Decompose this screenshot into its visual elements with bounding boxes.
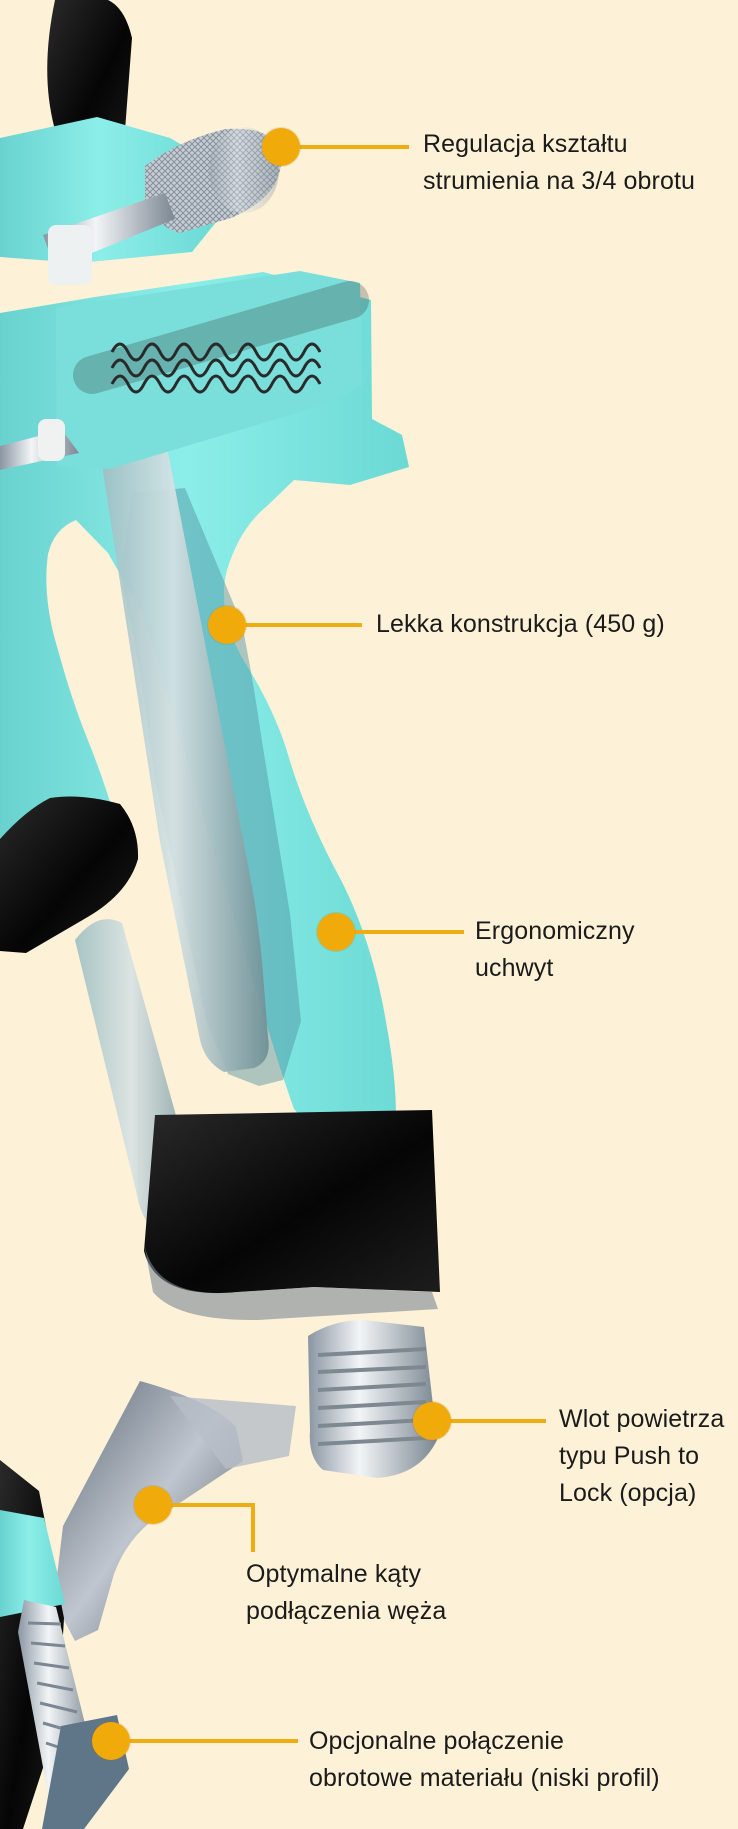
callout-dot-swivel-connection (92, 1722, 130, 1760)
handle-bottom-shape (144, 1110, 440, 1293)
callout-dot-hose-angle (134, 1486, 172, 1524)
callout-line-spray-pattern (300, 145, 409, 149)
callout-line-hose-angle-horizontal (171, 1503, 255, 1507)
callout-ergonomic-handle: Ergonomiczny uchwyt (475, 913, 635, 987)
callout-dot-ergonomic-handle (317, 913, 355, 951)
callout-lightweight: Lekka konstrukcja (450 g) (376, 606, 665, 643)
valve-ring-top (48, 225, 92, 285)
callout-spray-pattern: Regulacja kształtu strumienia na 3/4 obr… (423, 126, 695, 200)
air-inlet-fitting-shape (308, 1320, 437, 1478)
callout-air-inlet-line-3: Lock (opcja) (559, 1475, 724, 1512)
callout-ergonomic-handle-line-1: Ergonomiczny (475, 913, 635, 950)
callout-dot-spray-pattern (262, 128, 300, 166)
callout-hose-angle: Optymalne kąty podłączenia węża (246, 1556, 446, 1630)
callout-spray-pattern-line-2: strumienia na 3/4 obrotu (423, 163, 695, 200)
callout-swivel-connection: Opcjonalne połączenie obrotowe materiału… (309, 1723, 660, 1797)
callout-dot-air-inlet (413, 1402, 451, 1440)
callout-hose-angle-line-1: Optymalne kąty (246, 1556, 446, 1593)
callout-line-hose-angle-vertical (251, 1503, 255, 1552)
callout-line-lightweight (245, 623, 362, 627)
callout-swivel-connection-line-1: Opcjonalne połączenie (309, 1723, 660, 1760)
lower-cyan-block-shape (0, 1510, 65, 1617)
callout-air-inlet-line-2: typu Push to (559, 1438, 724, 1475)
valve-ring-left (38, 419, 65, 461)
callout-ergonomic-handle-line-2: uchwyt (475, 950, 635, 987)
callout-swivel-connection-line-2: obrotowe materiału (niski profil) (309, 1760, 660, 1797)
callout-dot-lightweight (208, 606, 246, 644)
callout-air-inlet: Wlot powietrza typu Push to Lock (opcja) (559, 1401, 724, 1512)
callout-line-air-inlet (451, 1419, 546, 1423)
callout-lightweight-line-1: Lekka konstrukcja (450 g) (376, 606, 665, 643)
callout-hose-angle-line-2: podłączenia węża (246, 1593, 446, 1630)
callout-spray-pattern-line-1: Regulacja kształtu (423, 126, 695, 163)
callout-air-inlet-line-1: Wlot powietrza (559, 1401, 724, 1438)
callout-line-ergonomic-handle (355, 930, 464, 934)
callout-line-swivel-connection (130, 1739, 298, 1743)
